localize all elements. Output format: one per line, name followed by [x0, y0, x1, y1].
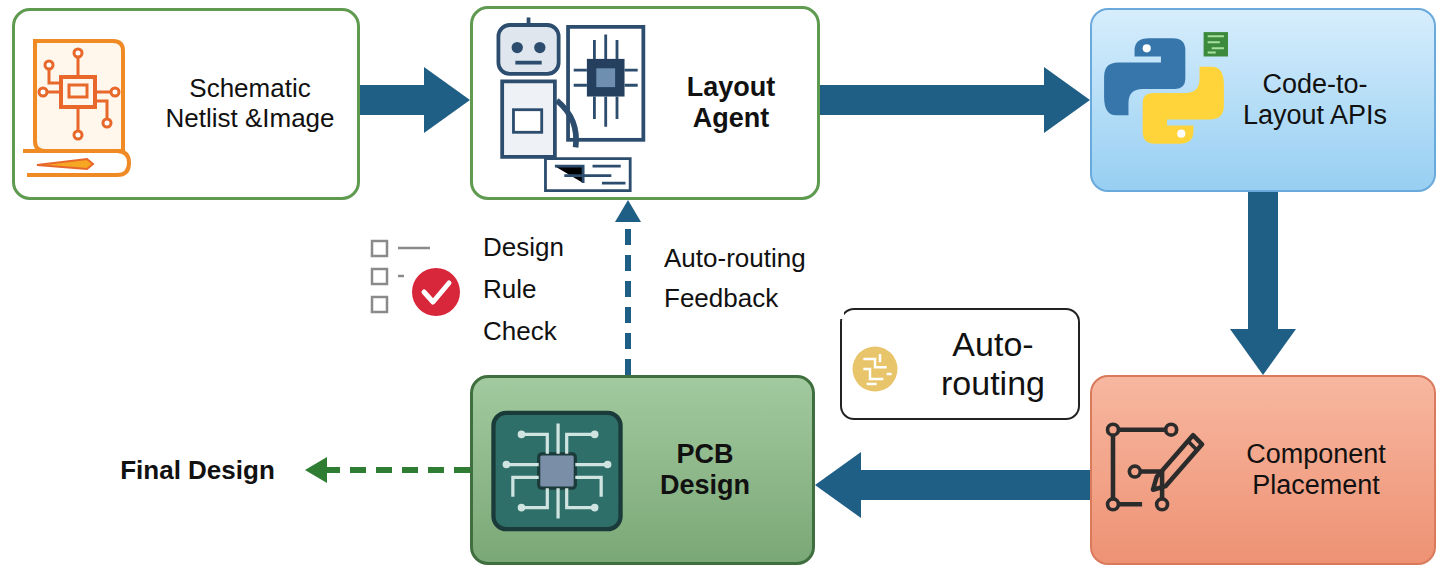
text-area: Component Placement [1204, 377, 1428, 563]
flow-arrow [360, 85, 424, 115]
icon-graphic [498, 17, 643, 190]
icon-graphic [493, 413, 620, 529]
icon-graphic [853, 347, 898, 392]
design-rule-check-icon [372, 241, 460, 316]
text-area: Auto-routing [914, 310, 1072, 418]
api-box: Code-to-Layout APIs [1090, 8, 1436, 192]
edge-label: Auto-routing Feedback [664, 238, 844, 319]
node-text: Auto-routing [914, 325, 1072, 403]
node-icon [487, 406, 627, 536]
agent-box: Layout Agent [470, 6, 820, 200]
annotation-label: Design Rule Check [483, 226, 595, 352]
output-text: Final Design [90, 448, 305, 494]
node-text: Final Design [120, 456, 275, 486]
node-icon [1098, 417, 1208, 517]
node-icon [1098, 30, 1230, 152]
text-area: Final Design [90, 448, 305, 494]
flow-arrow [861, 470, 1090, 500]
icon-graphic [23, 41, 129, 175]
node-text: PCB Design [643, 439, 767, 501]
text-area: PCB Design [643, 378, 767, 562]
pcb-box: PCB Design [470, 375, 815, 565]
text-area: Code-to-Layout APIs [1232, 10, 1398, 190]
icon-graphic [1108, 424, 1203, 509]
feedback-arrow [625, 222, 631, 375]
node-text: Schematic Netlist &Image [153, 74, 347, 134]
feedback-arrow [327, 467, 470, 473]
flow-arrow [1248, 192, 1278, 329]
text-area: Schematic Netlist &Image [153, 11, 347, 197]
node-text: Component Placement [1204, 439, 1428, 501]
node-text: Code-to-Layout APIs [1232, 69, 1398, 131]
node-icon [17, 33, 137, 183]
input-box: Schematic Netlist &Image [12, 8, 360, 200]
node-icon [850, 344, 900, 394]
routing-box: Auto-routing [840, 308, 1080, 420]
text-area: Layout Agent [651, 9, 811, 197]
icon-graphic [1104, 32, 1228, 144]
node-text: Layout Agent [651, 72, 811, 134]
placement-box: Component Placement [1090, 375, 1436, 565]
node-icon [489, 15, 649, 195]
flow-arrow [820, 85, 1044, 115]
